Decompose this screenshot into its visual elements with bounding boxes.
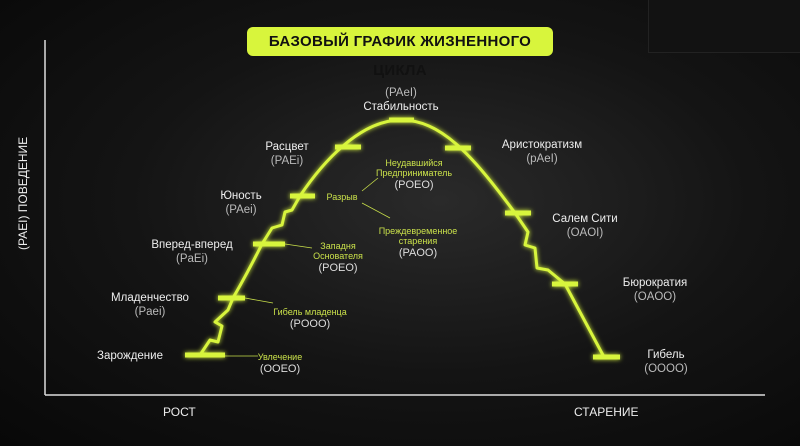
trap-label: Увлечение(OOEO) [257,352,303,375]
corner-panel [648,0,800,53]
lifecycle-curve [198,118,606,358]
stage-markers [185,117,620,360]
stage-label: Юность(PAei) [220,190,262,216]
trap-label: Гибель младенца(POOO) [273,307,347,330]
y-axis-label: (PAEI) ПОВЕДЕНИЕ [16,136,30,250]
stage-label: (PAeI)Стабильность [363,87,439,113]
stage-label: Бюрократия(OAOO) [622,277,688,303]
stage-label: Расцвет(PAEi) [265,141,309,167]
trap-label: Западня Основателя(POEO) [313,241,363,274]
stage-label: Аристократизм(pAeI) [501,139,583,165]
stage-label: Гибель(OOOO) [644,349,688,375]
trap-label: Неудавшийся Предприниматель(POEO) [375,158,453,191]
stage-label: Вперед-вперед(PaEi) [151,239,233,265]
trap-label: Разрыв [326,192,358,202]
stage-label: Зарождение [97,350,163,362]
x-axis-left-label: РОСТ [163,405,196,419]
trap-connectors [225,177,391,357]
diagram-title: БАЗОВЫЙ ГРАФИК ЖИЗНЕННОГО ЦИКЛА [247,27,553,79]
x-axis-right-label: СТАРЕНИЕ [574,405,639,419]
stage-label: Младенчество(Paei) [111,292,189,318]
trap-label: Преждевременное старения(PAOO) [378,226,458,259]
stage-label: Салем Сити(OAOI) [552,213,618,239]
